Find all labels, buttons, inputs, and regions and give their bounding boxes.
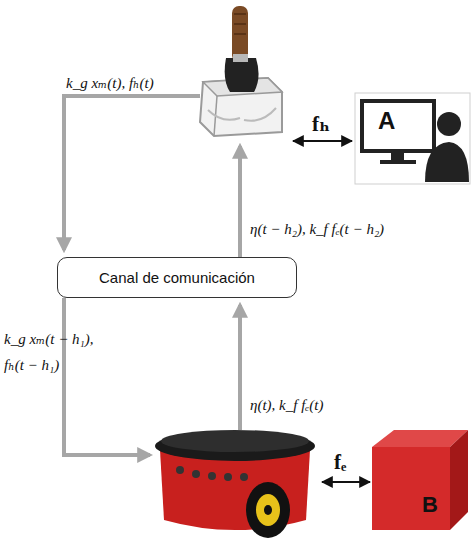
monitor-screen: A — [360, 99, 436, 153]
force-label: fₕ — [312, 112, 330, 136]
node-text: B — [422, 492, 438, 518]
signal-label: η(t), k_f fₑ(t) — [250, 396, 323, 414]
signal-path — [238, 305, 242, 430]
force-arrow — [322, 481, 370, 483]
node-text: Canal de comunicación — [99, 269, 255, 286]
signal-label: η(t − h₂), k_f fₑ(t − h₂) — [250, 220, 384, 238]
force-arrow — [293, 140, 352, 142]
signal-path — [238, 146, 242, 257]
signal-path — [64, 96, 200, 250]
signal-label: k_g xₘ(t − h₁), — [4, 330, 94, 348]
haptic-joystick — [200, 6, 282, 136]
signal-label: fₕ(t − h₁) — [4, 356, 59, 374]
signal-label: k_g xₘ(t), fₕ(t) — [66, 74, 154, 92]
force-label: fₑ — [334, 450, 346, 474]
cube-face: B — [372, 447, 450, 530]
node-text: A — [378, 107, 395, 135]
signal-path — [64, 298, 150, 455]
operator-icon — [355, 93, 470, 184]
mobile-robot — [155, 430, 315, 538]
process-box: Canal de comunicación — [57, 257, 297, 298]
cube-object — [372, 430, 468, 530]
